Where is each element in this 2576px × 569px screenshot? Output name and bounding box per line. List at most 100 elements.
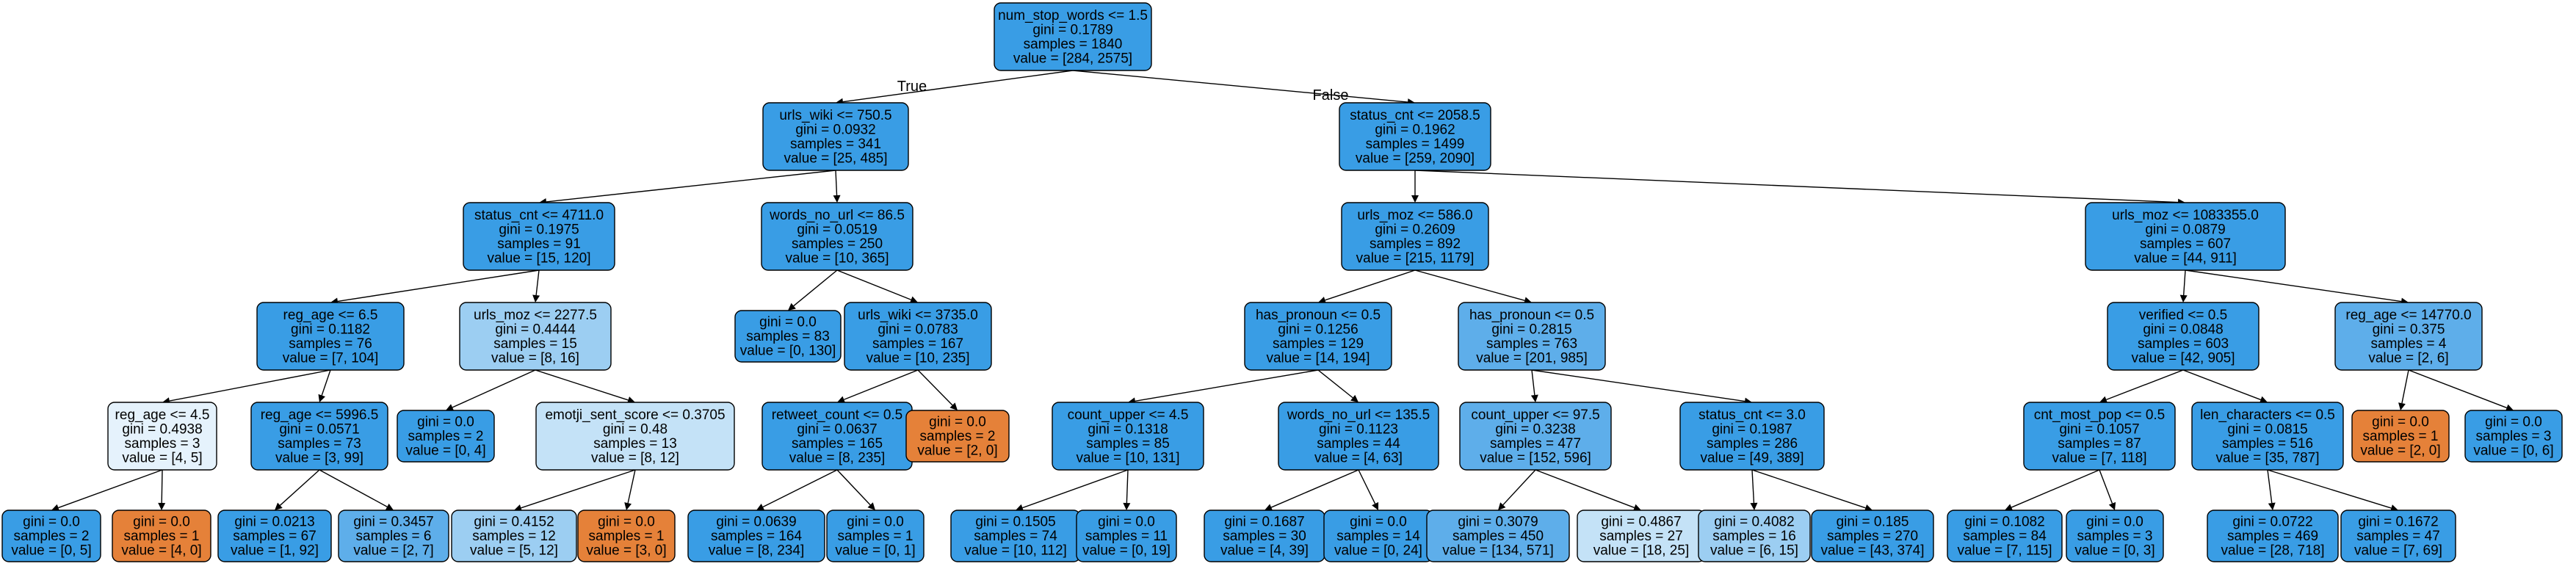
node-text-line: samples = 270 <box>1827 529 1918 544</box>
tree-edge <box>1318 269 1416 304</box>
node-text-line: value = [8, 12] <box>591 450 679 465</box>
node-text-line: value = [25, 485] <box>784 151 887 166</box>
edge-line <box>1358 469 1376 504</box>
node-text-line: gini = 0.1256 <box>1278 322 1358 337</box>
edge-line <box>1135 369 1319 402</box>
node-text-line: gini = 0.0 <box>2485 415 2542 430</box>
node-text-line: samples = 165 <box>792 436 883 452</box>
node-box <box>1339 102 1491 171</box>
node-text-line: gini = 0.0 <box>598 515 655 530</box>
tree-edge <box>1414 170 2185 206</box>
node-box <box>250 402 388 471</box>
node-text-line: reg_age <= 14770.0 <box>2345 308 2471 323</box>
tree-edge <box>1414 269 1532 305</box>
edge-line <box>546 170 836 203</box>
node-text-line: value = [201, 985] <box>1476 350 1588 366</box>
node-text-line: urls_moz <= 2277.5 <box>474 308 597 323</box>
node-text-line: gini = 0.4082 <box>1714 515 1794 530</box>
edge-arrowhead <box>514 504 523 512</box>
node-box <box>112 510 211 562</box>
tree-edge <box>1358 469 1379 510</box>
node-text-line: value = [4, 0] <box>121 543 201 559</box>
node-text-line: value = [6, 15] <box>1710 543 1798 559</box>
edge-arrowhead <box>2505 404 2514 412</box>
node-text-line: gini = 0.3457 <box>353 515 433 530</box>
edge-line <box>762 469 838 508</box>
node-text-line: gini = 0.1672 <box>2358 515 2438 530</box>
node-text-line: samples = 763 <box>1486 336 1577 352</box>
tree-edge <box>2185 269 2409 305</box>
node-text-line: cnt_most_pop <= 0.5 <box>2034 407 2166 423</box>
edge-line <box>1414 170 2179 203</box>
edge-line <box>2267 469 2273 504</box>
tree-edge <box>51 469 163 512</box>
node-text-line: value = [0, 24] <box>1334 543 1422 559</box>
edge-line <box>535 369 629 401</box>
node-box <box>107 402 217 471</box>
node-text-line: samples = 1 <box>2363 429 2439 444</box>
node-text-line: gini = 0.2609 <box>1375 222 1455 237</box>
edge-line <box>836 469 871 506</box>
node-text-line: samples = 73 <box>278 436 361 452</box>
node-text-line: urls_moz <= 1083355.0 <box>2112 208 2259 223</box>
edge-arrowhead <box>2108 501 2116 510</box>
tree-edge <box>836 70 1074 106</box>
node-text-line: samples = 341 <box>790 137 881 152</box>
tree-edge <box>532 269 540 302</box>
edge-line <box>521 469 636 509</box>
edge-line <box>1535 469 1635 509</box>
node-text-line: gini = 0.0519 <box>797 222 877 237</box>
node-text-line: gini = 0.1687 <box>1224 515 1304 530</box>
edge-arrowhead <box>275 502 283 510</box>
node-text-line: samples = 164 <box>711 529 803 544</box>
node-box <box>1278 402 1439 471</box>
edge-arrowhead <box>2179 294 2188 302</box>
node-text-line: samples = 27 <box>1599 529 1683 544</box>
tree-edge <box>1317 369 1358 402</box>
node-box <box>1341 202 1489 271</box>
node-text-line: samples = 516 <box>2222 436 2313 452</box>
edge-arrowhead <box>1411 195 1419 203</box>
node-text-line: value = [10, 235] <box>866 350 969 366</box>
edge-line <box>169 369 331 402</box>
edge-line <box>1022 469 1129 509</box>
edge-line <box>535 269 540 296</box>
edge-arrowhead <box>1864 504 1873 512</box>
node-box <box>1947 510 2063 562</box>
edge-line <box>1531 369 1745 402</box>
node-text-line: value = [49, 389] <box>1700 450 1803 465</box>
edge-arrowhead <box>2005 504 2014 511</box>
edge-arrowhead <box>1350 394 1358 402</box>
node-text-line: value = [10, 131] <box>1076 450 1179 465</box>
node-text-line: samples = 607 <box>2140 236 2231 252</box>
edge-arrowhead <box>1750 502 1758 510</box>
tree-edge <box>2005 469 2100 511</box>
node-text-line: verified <= 0.5 <box>2139 308 2227 323</box>
node-text-line: value = [0, 3] <box>2074 543 2154 559</box>
node-text-line: samples = 91 <box>497 236 581 252</box>
edge-line <box>1325 269 1416 301</box>
node-box <box>1 510 101 562</box>
node-text-line: samples = 30 <box>1223 529 1306 544</box>
edge-arrowhead <box>2398 402 2406 410</box>
node-text-line: samples = 2 <box>408 429 484 444</box>
tree-edge <box>917 369 958 410</box>
node-text-line: samples = 83 <box>746 329 830 344</box>
node-text-line: value = [4, 63] <box>1314 450 1403 465</box>
node-text-line: gini = 0.0932 <box>795 122 875 137</box>
edge-line <box>2267 469 2392 509</box>
